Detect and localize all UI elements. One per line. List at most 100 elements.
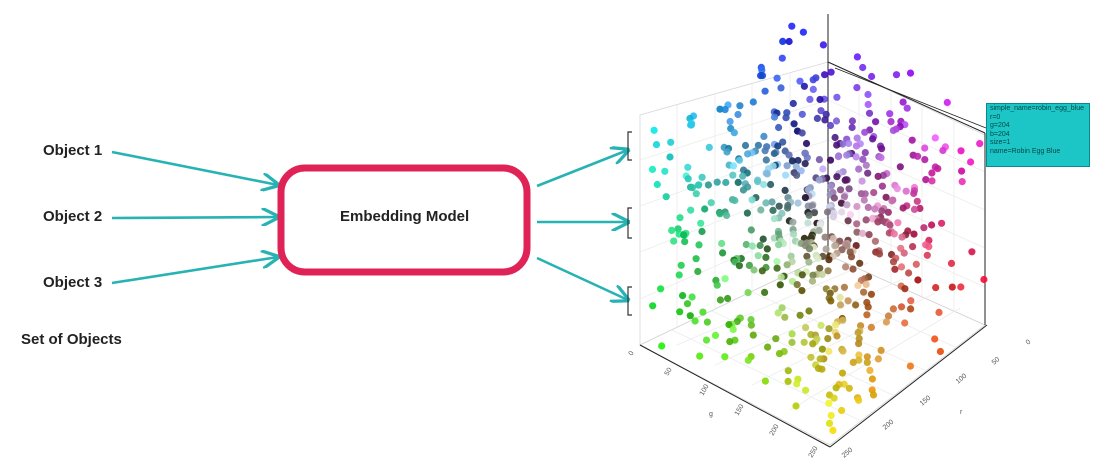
color-point: [865, 231, 873, 239]
color-point: [719, 249, 727, 257]
color-point: [799, 28, 808, 36]
color-point: [848, 123, 856, 132]
color-point: [818, 365, 826, 373]
color-point: [922, 176, 930, 184]
color-point: [773, 74, 781, 82]
color-point: [762, 253, 770, 261]
embedding-bracket-2: [627, 207, 632, 239]
color-point: [782, 171, 790, 179]
color-point: [824, 335, 832, 343]
color-point: [830, 394, 838, 402]
color-point: [731, 196, 739, 205]
color-point: [815, 156, 824, 164]
color-point: [784, 377, 792, 385]
color-point: [770, 113, 779, 121]
color-point: [841, 176, 849, 184]
color-point: [782, 114, 790, 122]
color-point: [770, 234, 778, 242]
color-point: [773, 264, 781, 272]
color-point: [743, 209, 752, 217]
color-point: [778, 304, 786, 312]
color-point: [889, 126, 898, 135]
color-point: [668, 226, 676, 234]
color-point: [813, 114, 822, 122]
color-point: [676, 214, 684, 222]
color-point: [928, 169, 936, 177]
tooltip-line-name: name=Robin Egg Blue: [990, 147, 1061, 155]
color-point: [821, 116, 829, 124]
color-point: [834, 153, 843, 161]
color-point: [802, 324, 810, 332]
color-point: [658, 342, 666, 350]
color-point: [868, 72, 876, 81]
color-point: [713, 281, 721, 289]
color-point: [723, 211, 731, 219]
color-point: [886, 110, 894, 118]
arrow-model-to-embedding1: [536, 150, 628, 188]
color-point: [867, 323, 876, 331]
color-point: [839, 140, 847, 148]
color-point: [702, 336, 711, 344]
color-point: [856, 259, 864, 267]
color-point: [667, 138, 675, 146]
color-point: [713, 178, 721, 186]
color-point: [872, 118, 880, 126]
color-point: [686, 312, 694, 320]
color-point: [858, 177, 866, 185]
color-point: [724, 294, 732, 303]
color-point: [863, 311, 871, 319]
color-point: [778, 54, 786, 62]
color-point: [826, 156, 835, 164]
object-1-label: Object 1: [43, 142, 103, 159]
color-point: [703, 318, 712, 326]
color-point: [679, 292, 687, 300]
color-point: [758, 66, 766, 74]
color-point: [925, 243, 933, 251]
color-point: [830, 194, 839, 202]
color-point: [736, 102, 744, 110]
color-point: [790, 120, 798, 128]
color-point: [902, 187, 910, 195]
color-point: [861, 128, 869, 136]
color-point: [855, 396, 863, 404]
color-point: [843, 151, 851, 159]
color-point: [859, 63, 867, 72]
color-point: [749, 331, 757, 339]
color-point: [831, 242, 839, 250]
color-point: [861, 149, 869, 157]
color-point: [729, 162, 738, 170]
color-point: [684, 175, 692, 183]
color-point: [829, 234, 838, 243]
color-point: [788, 22, 796, 30]
color-point: [826, 121, 835, 130]
color-point: [957, 147, 965, 155]
object-3-label: Object 3: [43, 274, 103, 291]
color-point: [798, 271, 806, 279]
color-point: [845, 139, 853, 148]
color-point: [789, 99, 797, 108]
color-point: [653, 180, 661, 189]
tick-r-100: 100: [955, 373, 969, 386]
color-point: [827, 297, 835, 305]
color-point: [877, 154, 885, 162]
color-point: [862, 280, 870, 288]
color-point: [861, 190, 869, 198]
color-point: [747, 226, 755, 234]
color-point: [878, 182, 887, 190]
color-point: [804, 219, 812, 227]
color-point: [884, 208, 892, 216]
color-point: [670, 237, 678, 245]
color-point: [698, 173, 706, 181]
color-point: [775, 123, 783, 132]
color-point: [757, 206, 765, 214]
color-point: [821, 71, 829, 79]
color-point: [862, 161, 870, 169]
color-point: [793, 281, 801, 289]
color-point: [862, 216, 870, 224]
color-point: [897, 263, 906, 271]
color-point: [816, 355, 824, 363]
color-point: [730, 129, 738, 137]
color-point: [801, 160, 809, 168]
color-point: [759, 235, 767, 243]
color-point: [754, 252, 762, 260]
